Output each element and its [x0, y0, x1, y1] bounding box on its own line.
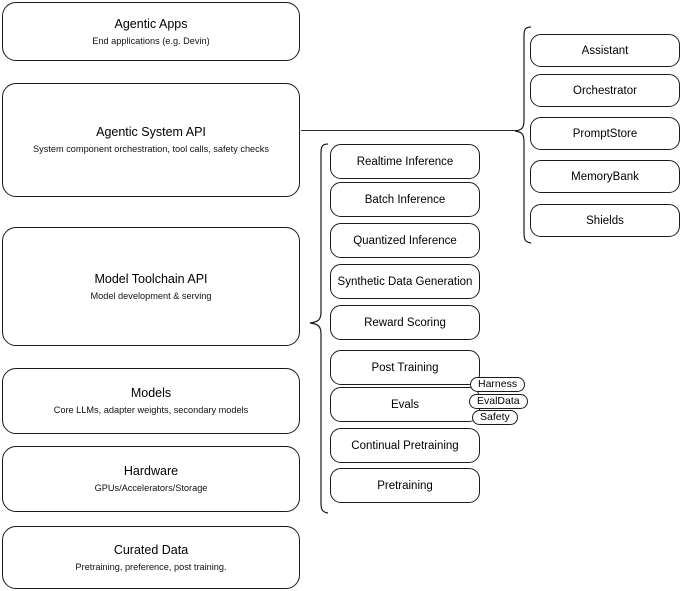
- system-component-box-assistant[interactable]: Assistant: [530, 34, 680, 67]
- connector-line-system-api: [301, 130, 517, 131]
- toolchain-box-synthetic-data-generation[interactable]: Synthetic Data Generation: [330, 264, 480, 299]
- system-component-label: Orchestrator: [573, 84, 637, 97]
- toolchain-label: Realtime Inference: [356, 155, 454, 168]
- toolchain-label: Reward Scoring: [364, 316, 446, 329]
- layer-box-model-toolchain-api[interactable]: Model Toolchain API Model development & …: [2, 227, 300, 346]
- toolchain-box-evals[interactable]: Evals: [330, 387, 480, 422]
- toolchain-box-post-training[interactable]: Post Training: [330, 350, 480, 385]
- layer-box-models[interactable]: Models Core LLMs, adapter weights, secon…: [2, 368, 300, 434]
- toolchain-label: Batch Inference: [364, 193, 446, 206]
- eval-badge-label: Safety: [480, 411, 510, 423]
- system-component-box-orchestrator[interactable]: Orchestrator: [530, 74, 680, 107]
- layer-title: Model Toolchain API: [94, 271, 208, 286]
- eval-badge-label: EvalData: [477, 395, 520, 407]
- toolchain-label: Quantized Inference: [353, 234, 457, 247]
- layer-subtitle: End applications (e.g. Devin): [92, 35, 210, 46]
- eval-badge-evaldata[interactable]: EvalData: [469, 394, 528, 409]
- system-component-box-promptstore[interactable]: PromptStore: [530, 117, 680, 150]
- system-component-label: Shields: [586, 214, 624, 227]
- brace-toolchain: [309, 143, 329, 514]
- layer-title: Agentic Apps: [114, 16, 188, 31]
- layer-subtitle: System component orchestration, tool cal…: [33, 144, 269, 154]
- layer-box-agentic-apps[interactable]: Agentic Apps End applications (e.g. Devi…: [2, 2, 300, 61]
- layer-subtitle: Model development & serving: [90, 290, 212, 301]
- toolchain-box-continual-pretraining[interactable]: Continual Pretraining: [330, 428, 480, 463]
- layer-box-agentic-system-api[interactable]: Agentic System API System component orch…: [2, 83, 300, 197]
- layer-title: Models: [130, 386, 172, 400]
- eval-badge-safety[interactable]: Safety: [472, 410, 518, 425]
- layer-subtitle: GPUs/Accelerators/Storage: [94, 483, 208, 493]
- system-component-label: Assistant: [581, 44, 629, 57]
- toolchain-label: Pretraining: [377, 479, 433, 492]
- layer-box-curated-data[interactable]: Curated Data Pretraining, preference, po…: [2, 526, 300, 589]
- system-component-label: MemoryBank: [571, 170, 639, 183]
- toolchain-label: Synthetic Data Generation: [337, 275, 473, 288]
- layer-title: Hardware: [123, 464, 179, 478]
- system-component-box-memorybank[interactable]: MemoryBank: [530, 160, 680, 193]
- eval-badge-harness[interactable]: Harness: [470, 377, 526, 392]
- toolchain-box-realtime-inference[interactable]: Realtime Inference: [330, 144, 480, 179]
- layer-title: Agentic System API: [96, 125, 206, 139]
- layer-title: Curated Data: [113, 542, 189, 557]
- toolchain-box-pretraining[interactable]: Pretraining: [330, 468, 480, 503]
- toolchain-label: Post Training: [371, 361, 439, 374]
- layer-subtitle: Pretraining, preference, post training.: [75, 561, 227, 572]
- system-component-label: PromptStore: [572, 127, 638, 140]
- toolchain-box-reward-scoring[interactable]: Reward Scoring: [330, 305, 480, 340]
- layer-box-hardware[interactable]: Hardware GPUs/Accelerators/Storage: [2, 446, 300, 512]
- brace-system-api: [514, 26, 532, 244]
- toolchain-box-batch-inference[interactable]: Batch Inference: [330, 182, 480, 217]
- layer-subtitle: Core LLMs, adapter weights, secondary mo…: [53, 405, 249, 415]
- system-component-box-shields[interactable]: Shields: [530, 204, 680, 237]
- eval-badge-label: Harness: [478, 378, 518, 390]
- toolchain-label: Continual Pretraining: [351, 439, 459, 452]
- toolchain-label: Evals: [390, 398, 420, 411]
- toolchain-box-quantized-inference[interactable]: Quantized Inference: [330, 223, 480, 258]
